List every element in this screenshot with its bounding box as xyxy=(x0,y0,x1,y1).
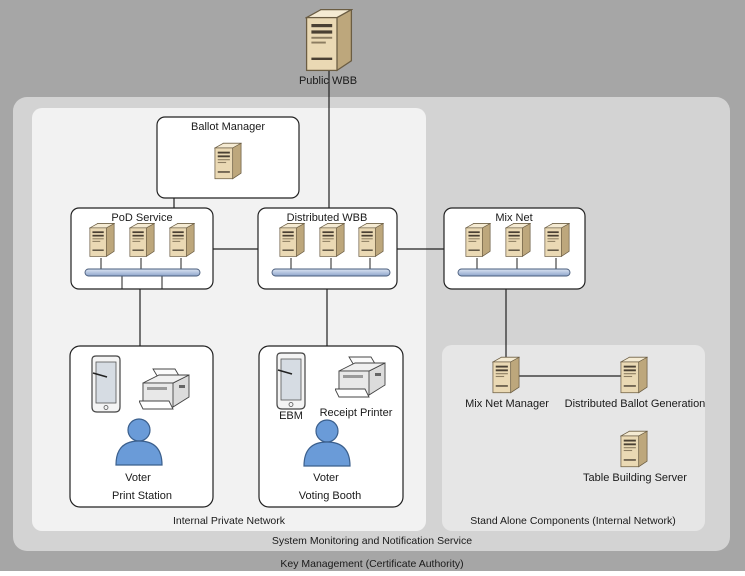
print-station-title: Print Station xyxy=(112,490,172,502)
voting-booth-voter-label: Voter xyxy=(313,472,339,484)
print-station-voter-label: Voter xyxy=(125,472,151,484)
voting-booth-title: Voting Booth xyxy=(299,490,361,502)
mixnet-server-2-icon xyxy=(505,223,531,257)
mixnet-bus xyxy=(457,268,571,277)
dwbb-server-1-icon xyxy=(279,223,305,257)
ballot-manager-label: Ballot Manager xyxy=(191,121,265,133)
mix-net-manager-server-icon xyxy=(492,356,520,394)
public-wbb-server-icon xyxy=(305,8,353,72)
voting-booth-tablet-icon xyxy=(276,352,306,410)
standalone-zone xyxy=(442,345,705,531)
key-management-label: Key Management (Certificate Authority) xyxy=(280,558,463,570)
ballot-manager-server-icon xyxy=(214,142,242,180)
mixnet-server-3-icon xyxy=(544,223,570,257)
internal-network-label: Internal Private Network xyxy=(173,515,286,527)
ebm-label: EBM xyxy=(279,410,303,422)
distributed-wbb-label: Distributed WBB xyxy=(287,212,368,224)
ballot-generation-label: Distributed Ballot Generation xyxy=(565,398,706,410)
print-station-tablet-icon xyxy=(91,355,121,413)
dwbb-bus xyxy=(271,268,391,277)
mixnet-server-1-icon xyxy=(465,223,491,257)
pod-bus xyxy=(84,268,201,277)
dwbb-server-3-icon xyxy=(358,223,384,257)
table-building-server-icon xyxy=(620,430,648,468)
pod-server-3-icon xyxy=(169,223,195,257)
dwbb-server-2-icon xyxy=(319,223,345,257)
receipt-printer-label: Receipt Printer xyxy=(320,407,393,419)
pod-service-label: PoD Service xyxy=(111,212,172,224)
standalone-label: Stand Alone Components (Internal Network… xyxy=(470,515,675,527)
public-wbb-label: Public WBB xyxy=(299,75,357,87)
mix-net-label: Mix Net xyxy=(495,212,532,224)
ballot-generation-server-icon xyxy=(620,356,648,394)
table-building-label: Table Building Server xyxy=(583,472,687,484)
mix-net-manager-label: Mix Net Manager xyxy=(465,398,549,410)
pod-server-2-icon xyxy=(129,223,155,257)
monitoring-label: System Monitoring and Notification Servi… xyxy=(272,535,472,547)
pod-server-1-icon xyxy=(89,223,115,257)
